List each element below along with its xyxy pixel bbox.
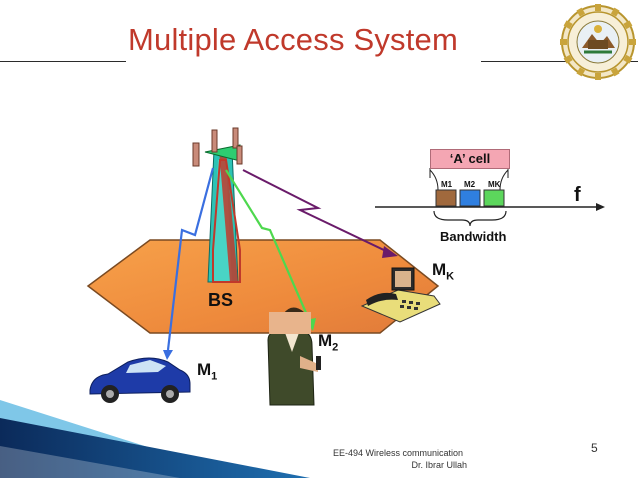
mobile-1-label: M1: [197, 360, 218, 383]
channel-m2: [459, 189, 481, 207]
page-number: 5: [591, 441, 598, 455]
university-seal-logo: [560, 4, 636, 80]
bandwidth-label: Bandwidth: [440, 229, 507, 244]
base-station-tower-icon: [192, 127, 243, 283]
slide-footer: EE-494 Wireless communication Dr. Ibrar …: [333, 447, 467, 471]
channel-label-m1: M1: [441, 180, 453, 189]
bandwidth-brace: [433, 210, 507, 227]
redacted-box: [269, 312, 311, 334]
mobile-k-label: MK: [432, 260, 455, 283]
footer-band-dark: [0, 418, 310, 478]
channel-mk: [483, 189, 505, 207]
signal-path-mk: [242, 169, 389, 253]
car-icon: [89, 357, 191, 403]
video-phone-icon: [360, 267, 441, 323]
footer-author: Dr. Ibrar Ullah: [411, 460, 467, 470]
signal-path-m2: [225, 169, 312, 323]
footer-course: EE-494 Wireless communication: [333, 448, 464, 458]
channel-m1: [435, 189, 457, 207]
slide-title: Multiple Access System: [128, 22, 459, 57]
title-rule-right: [481, 61, 638, 62]
ground-area: [86, 239, 440, 334]
frequency-label: f: [574, 184, 581, 206]
base-station-label: BS: [208, 290, 234, 310]
signal-path-m1: [166, 167, 215, 351]
title-rule-left: [0, 61, 126, 62]
channel-label-m2: M2: [464, 180, 476, 189]
cell-label: ‘A’ cell: [430, 149, 510, 169]
mobile-2-label: M2: [318, 331, 339, 354]
channel-label-mk: MK: [488, 180, 501, 189]
